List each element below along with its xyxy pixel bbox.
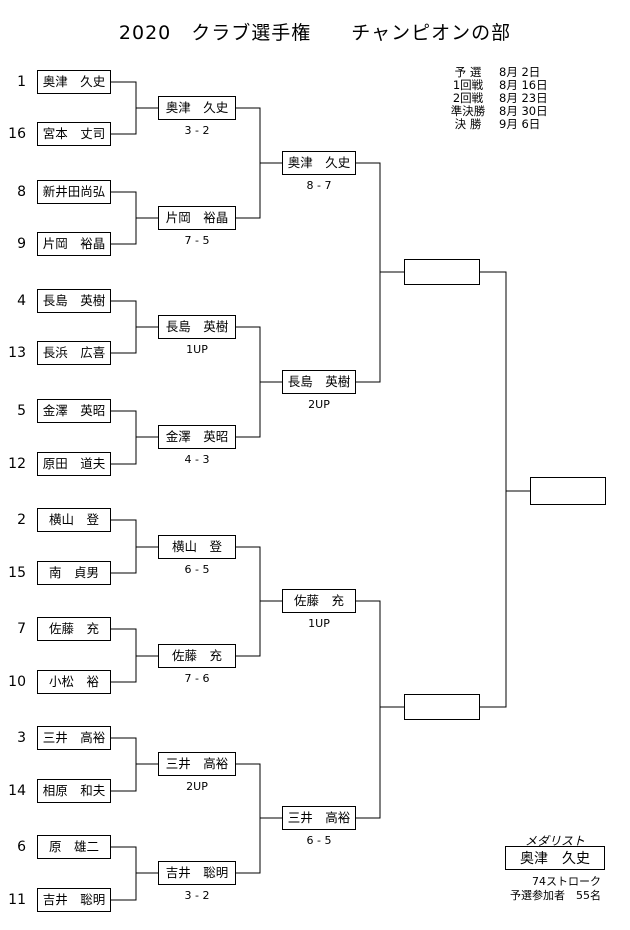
schedule-round: 2回戦 [452,91,484,105]
seed-number: 11 [8,892,26,908]
match-score: 2UP [186,780,208,793]
schedule-date: 8月 16日 [499,78,548,92]
seed-number: 2 [17,512,26,528]
bracket-connector [111,737,158,792]
semifinal-box [404,259,480,285]
seed-number: 5 [17,403,26,419]
player-box: 三井 高裕 [37,726,111,750]
page-title: 2020 クラブ選手権 チャンピオンの部 [118,22,512,44]
winner-box: 三井 高裕 [158,752,236,776]
winner-box: 片岡 裕晶 [158,206,236,230]
seed-number: 4 [17,293,26,309]
winner-box: 金澤 英昭 [158,425,236,449]
medalist-stroke: 74ストローク [532,875,601,888]
bracket-connector [236,107,282,219]
schedule-round: 予 選 [454,65,482,79]
player-box: 南 貞男 [37,561,111,585]
match-score: 7 - 6 [184,672,210,685]
seed-number: 10 [8,674,26,690]
player-box: 佐藤 充 [37,617,111,641]
match-score: 6 - 5 [184,563,210,576]
player-box: 片岡 裕晶 [37,232,111,256]
player-box: 金澤 英昭 [37,399,111,423]
match-score: 3 - 2 [184,889,210,902]
semifinal-box [404,694,480,720]
seed-number: 15 [8,565,26,581]
winner-box: 佐藤 充 [282,589,356,613]
seed-number: 1 [17,74,26,90]
schedule-date: 8月 2日 [499,65,541,79]
schedule-row: 2回戦 8月 23日 [437,92,569,105]
player-box: 相原 和夫 [37,779,111,803]
seed-number: 3 [17,730,26,746]
qualifier-count: 予選参加者 55名 [510,889,601,902]
match-score: 1UP [308,617,330,630]
seed-number: 9 [17,236,26,252]
schedule-date: 8月 30日 [499,104,548,118]
bracket-connector [236,326,282,438]
player-box: 原 雄二 [37,835,111,859]
player-box: 吉井 聡明 [37,888,111,912]
bracket-connector [356,600,404,819]
bracket-connector [111,628,158,683]
bracket-connector [236,546,282,657]
player-box: 長浜 広喜 [37,341,111,365]
player-box: 奥津 久史 [37,70,111,94]
seed-number: 7 [17,621,26,637]
match-score: 7 - 5 [184,234,210,247]
winner-box: 長島 英樹 [282,370,356,394]
match-score: 4 - 3 [184,453,210,466]
seed-number: 16 [8,126,26,142]
schedule-row: 決 勝 9月 6日 [437,118,569,131]
bracket-connector [111,191,158,245]
medalist-name: 奥津 久史 [505,846,605,870]
schedule-row: 予 選 8月 2日 [437,66,569,79]
player-box: 原田 道夫 [37,452,111,476]
winner-box: 佐藤 充 [158,644,236,668]
winner-box: 奥津 久史 [158,96,236,120]
bracket-connector [480,271,530,708]
player-box: 宮本 丈司 [37,122,111,146]
player-box: 横山 登 [37,508,111,532]
match-score: 3 - 2 [184,124,210,137]
medalist-label: メダリスト [524,834,585,848]
schedule-round: 1回戦 [452,78,484,92]
bracket-connector [111,300,158,354]
bracket-connector [111,81,158,135]
seed-number: 6 [17,839,26,855]
schedule-round: 決 勝 [454,117,482,131]
player-box: 新井田尚弘 [37,180,111,204]
winner-box: 長島 英樹 [158,315,236,339]
match-score: 2UP [308,398,330,411]
schedule-date: 8月 23日 [499,91,548,105]
match-score: 8 - 7 [306,179,332,192]
bracket-connector [356,162,404,383]
schedule-row: 1回戦 8月 16日 [437,79,569,92]
match-score: 6 - 5 [306,834,332,847]
schedule-round: 準決勝 [450,104,486,118]
bracket-connector [111,846,158,901]
seed-number: 12 [8,456,26,472]
seed-number: 8 [17,184,26,200]
player-box: 長島 英樹 [37,289,111,313]
bracket-connector [236,763,282,874]
seed-number: 13 [8,345,26,361]
winner-box: 三井 高裕 [282,806,356,830]
schedule-table: 予 選 8月 2日 1回戦 8月 16日 2回戦 8月 23日 準決勝 8月 30日 決… [437,66,569,131]
schedule-row: 準決勝 8月 30日 [437,105,569,118]
player-box: 小松 裕 [37,670,111,694]
bracket-connector [111,519,158,574]
schedule-date: 9月 6日 [499,117,541,131]
bracket-connector [111,410,158,465]
winner-box: 奥津 久史 [282,151,356,175]
seed-number: 14 [8,783,26,799]
winner-box: 横山 登 [158,535,236,559]
champion-box [530,477,606,505]
match-score: 1UP [186,343,208,356]
winner-box: 吉井 聡明 [158,861,236,885]
